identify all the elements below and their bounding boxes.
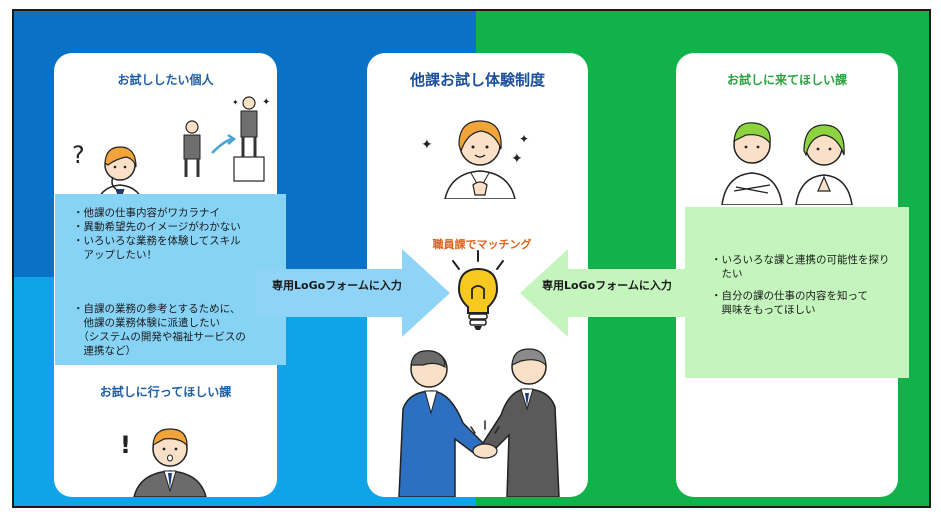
- program-title: 他課お試し体験制度: [409, 71, 545, 89]
- lightbulb-icon: [452, 250, 504, 330]
- svg-text:✦: ✦: [511, 151, 523, 167]
- svg-text:!: !: [120, 431, 131, 459]
- host-need-item: たい: [711, 268, 743, 280]
- dispatch-needs-list: ・自課の業務の参考とするために、 他課の業務体験に派遣したい （システムの開発や…: [73, 302, 246, 358]
- matching-label: 職員課でマッチング: [432, 238, 532, 251]
- individual-needs-panel: ・他課の仕事内容がワカラナイ ・異動希望先のイメージがわかない ・いろいろな業務…: [55, 194, 286, 365]
- dispatch-need-item: 他課の業務体験に派遣したい: [73, 317, 220, 329]
- individual-need-item: ・いろいろな業務を体験してスキル: [73, 235, 241, 247]
- host-needs-panel: ・いろいろな課と連携の可能性を探り たい ・自分の課の仕事の内容を知って 興味を…: [685, 207, 909, 378]
- two-staff-icon: [721, 122, 853, 205]
- individual-needs-list: ・他課の仕事内容がワカラナイ ・異動希望先のイメージがわかない ・いろいろな業務…: [73, 206, 241, 262]
- requesting-section-title: お試しに行ってほしい課: [99, 385, 232, 399]
- svg-text:✦: ✦: [232, 98, 239, 107]
- right-to-center-arrow: [520, 249, 714, 337]
- left-to-center-arrow: [256, 249, 450, 337]
- host-need-item: ・自分の課の仕事の内容を知って: [711, 290, 868, 302]
- individual-title: お試ししたい個人: [117, 73, 214, 87]
- coordinator-person-icon: ✦ ✦ ✦: [421, 120, 529, 199]
- dispatch-need-item: 連携など）: [73, 345, 136, 357]
- diagram-frame: お試ししたい個人 ? ✦ ✦ お試しに行ってほしい課: [12, 9, 931, 508]
- career-step-icon: ✦ ✦: [183, 96, 270, 182]
- surprised-person-icon: !: [120, 428, 207, 497]
- individual-need-item: アップしたい！: [73, 249, 157, 261]
- host-needs-list: ・いろいろな課と連携の可能性を探り たい ・自分の課の仕事の内容を知って 興味を…: [711, 253, 890, 317]
- handshake-icon: [398, 348, 560, 497]
- dispatch-need-item: （システムの開発や福祉サービスの: [73, 331, 246, 343]
- dispatch-need-item: ・自課の業務の参考とするために、: [73, 303, 241, 315]
- svg-text:?: ?: [72, 141, 85, 169]
- individual-need-item: ・他課の仕事内容がワカラナイ: [73, 207, 220, 219]
- right-arrow-label: 専用LoGoフォームに入力: [542, 279, 672, 292]
- svg-text:✦: ✦: [421, 137, 433, 153]
- svg-text:✦: ✦: [519, 132, 529, 146]
- host-section-title: お試しに来てほしい課: [726, 73, 847, 87]
- svg-text:✦: ✦: [262, 97, 270, 108]
- left-arrow-label: 専用LoGoフォームに入力: [272, 279, 402, 292]
- individual-need-item: ・異動希望先のイメージがわかない: [73, 221, 241, 233]
- host-need-item: 興味をもってほしい: [711, 304, 816, 316]
- host-need-item: ・いろいろな課と連携の可能性を探り: [711, 254, 890, 266]
